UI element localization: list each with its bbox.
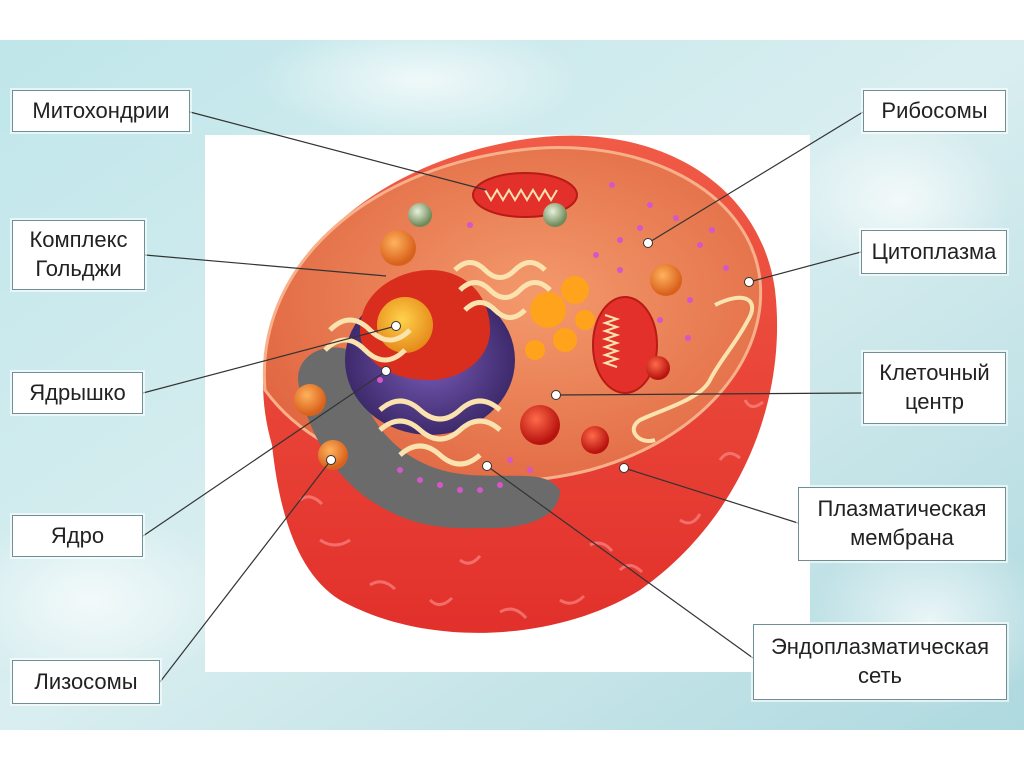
vesicle [646, 356, 670, 380]
nucleolus [377, 297, 433, 353]
chromatin-mass [298, 347, 560, 529]
mitochondrion-right [592, 296, 658, 394]
leader-lines [142, 111, 864, 683]
label-lysosomes: Лизосомы [12, 660, 160, 704]
vacuole [543, 203, 567, 227]
golgi-complex [323, 260, 552, 467]
label-cell-center: Клеточный центр [863, 352, 1006, 424]
lysosome [380, 230, 416, 266]
vacuole [408, 203, 432, 227]
secretory-granules [525, 276, 595, 360]
vesicle [581, 426, 609, 454]
vesicle [520, 405, 560, 445]
lysosome [318, 440, 348, 470]
membrane-texture [299, 399, 764, 620]
label-nucleus: Ядро [12, 515, 143, 557]
label-ribosomes: Рибосомы [863, 90, 1006, 132]
label-cytoplasm: Цитоплазма [861, 230, 1007, 274]
label-nucleolus: Ядрышко [12, 372, 143, 414]
pointer-dots [326, 238, 754, 473]
label-golgi: Комплекс Гольджи [12, 220, 145, 290]
lysosome [294, 384, 326, 416]
ribosome-dots [377, 182, 729, 493]
lysosome [650, 264, 682, 296]
plasma-membrane-fold [631, 295, 755, 443]
label-mitochondria: Митохондрии [12, 90, 190, 132]
label-plasma-membrane: Плазматическая мембрана [798, 487, 1006, 561]
label-er: Эндоплазматическая сеть [753, 624, 1007, 700]
